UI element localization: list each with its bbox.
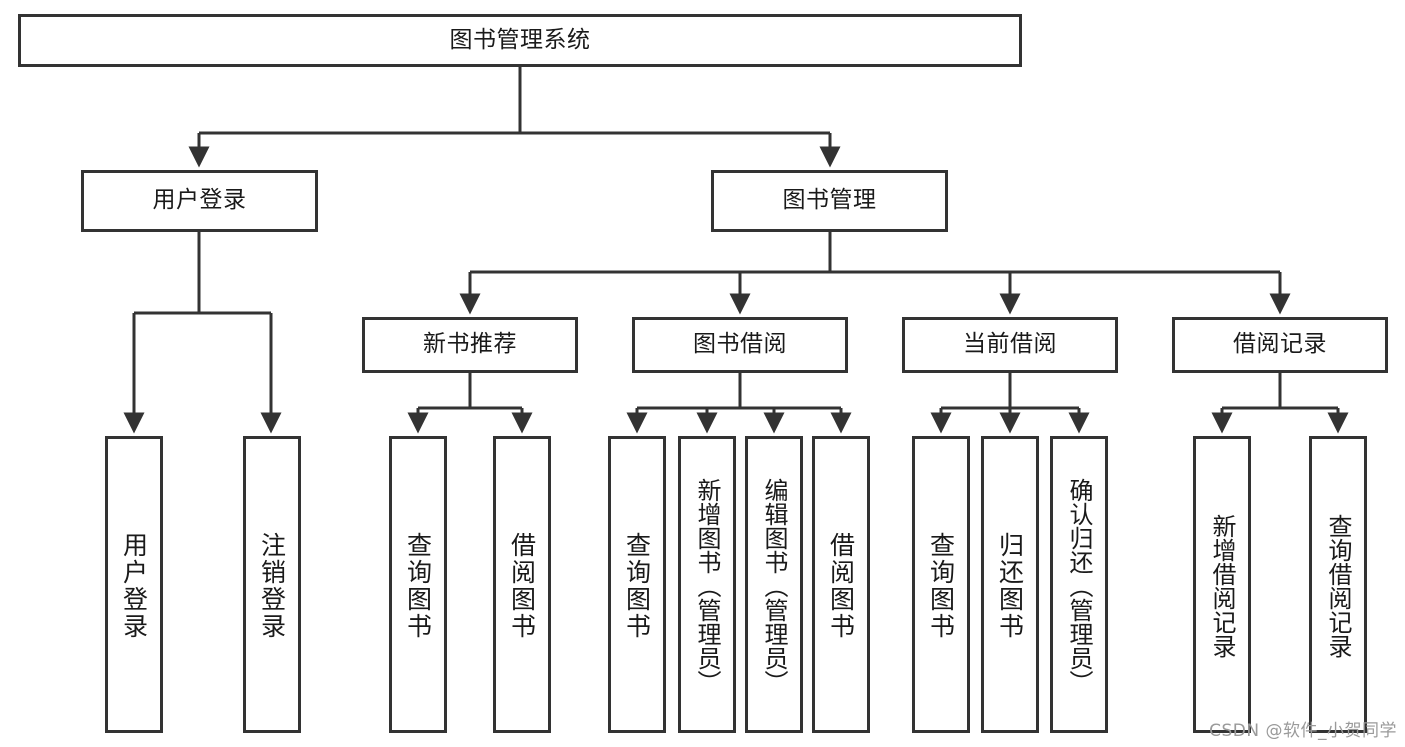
node-new-book-recommend-label: 新书推荐 [423, 331, 517, 358]
node-leaf-return-book[interactable]: 归还图书 [981, 436, 1039, 733]
node-book-borrow[interactable]: 图书借阅 [632, 317, 848, 373]
watermark-text: CSDN @软件_小贺同学 [1209, 721, 1397, 741]
node-leaf-confirm-return[interactable]: 确认归还（管理员） [1050, 436, 1108, 733]
node-leaf-query-book-3[interactable]: 查询图书 [912, 436, 970, 733]
node-leaf-user-login[interactable]: 用户登录 [105, 436, 163, 733]
node-leaf-query-book-1-label: 查询图书 [403, 531, 433, 640]
node-leaf-add-record-label: 新增借阅记录 [1208, 513, 1236, 658]
node-current-borrow[interactable]: 当前借阅 [902, 317, 1118, 373]
node-leaf-user-logout-label: 注销登录 [257, 531, 287, 640]
node-book-borrow-label: 图书借阅 [693, 331, 787, 358]
node-leaf-return-book-label: 归还图书 [995, 531, 1025, 640]
node-current-borrow-label: 当前借阅 [963, 331, 1057, 358]
node-root-system-label: 图书管理系统 [449, 26, 591, 53]
node-user-login[interactable]: 用户登录 [81, 170, 318, 232]
node-leaf-query-record[interactable]: 查询借阅记录 [1309, 436, 1367, 733]
node-leaf-add-book-label: 新增图书（管理员） [693, 477, 721, 694]
node-borrow-record[interactable]: 借阅记录 [1172, 317, 1388, 373]
node-leaf-query-record-label: 查询借阅记录 [1324, 513, 1352, 658]
node-leaf-edit-book-label: 编辑图书（管理员） [760, 477, 788, 694]
node-leaf-add-book[interactable]: 新增图书（管理员） [678, 436, 736, 733]
node-leaf-query-book-2[interactable]: 查询图书 [608, 436, 666, 733]
node-leaf-edit-book[interactable]: 编辑图书（管理员） [745, 436, 803, 733]
node-leaf-user-login-label: 用户登录 [119, 531, 149, 640]
node-leaf-borrow-book-1-label: 借阅图书 [507, 531, 537, 640]
node-book-manage[interactable]: 图书管理 [711, 170, 948, 232]
node-new-book-recommend[interactable]: 新书推荐 [362, 317, 578, 373]
node-leaf-query-book-2-label: 查询图书 [622, 531, 652, 640]
node-leaf-query-book-1[interactable]: 查询图书 [389, 436, 447, 733]
node-leaf-borrow-book-2-label: 借阅图书 [826, 531, 856, 640]
node-borrow-record-label: 借阅记录 [1233, 331, 1327, 358]
node-leaf-query-book-3-label: 查询图书 [926, 531, 956, 640]
node-leaf-borrow-book-2[interactable]: 借阅图书 [812, 436, 870, 733]
node-leaf-confirm-return-label: 确认归还（管理员） [1065, 477, 1093, 694]
node-leaf-add-record[interactable]: 新增借阅记录 [1193, 436, 1251, 733]
node-leaf-user-logout[interactable]: 注销登录 [243, 436, 301, 733]
node-user-login-label: 用户登录 [152, 187, 247, 214]
node-root-system[interactable]: 图书管理系统 [18, 14, 1022, 67]
node-book-manage-label: 图书管理 [782, 187, 877, 214]
node-leaf-borrow-book-1[interactable]: 借阅图书 [493, 436, 551, 733]
